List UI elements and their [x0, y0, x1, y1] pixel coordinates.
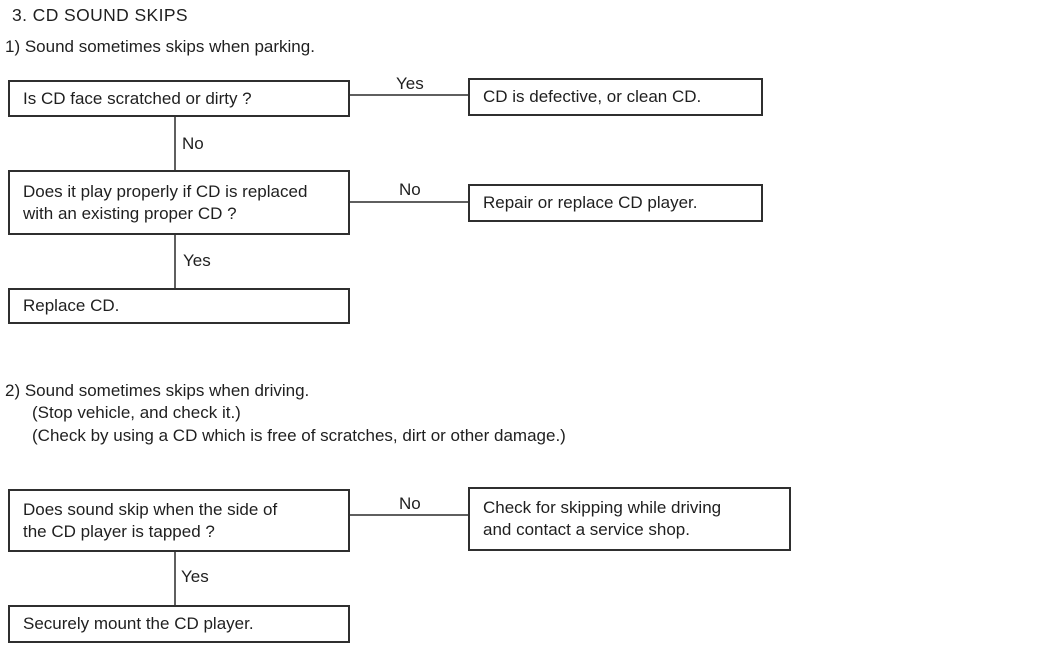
box-result-cd-defective: CD is defective, or clean CD.: [468, 78, 763, 116]
box-question-cd-scratched: Is CD face scratched or dirty ?: [8, 80, 350, 117]
connector-line-yes-2: [174, 235, 176, 288]
box-question-sound-skip-tapped: Does sound skip when the side of the CD …: [8, 489, 350, 552]
section2-note-check-cd: (Check by using a CD which is free of sc…: [32, 426, 566, 445]
page-title: 3. CD SOUND SKIPS: [12, 5, 189, 25]
no-branch-label-1: No: [182, 134, 204, 153]
connector-line-yes-1: [350, 94, 468, 96]
yes-branch-label-2: Yes: [183, 251, 211, 270]
section2-note-stop-vehicle: (Stop vehicle, and check it.): [32, 403, 241, 422]
yes-branch-label-3: Yes: [181, 567, 209, 586]
yes-branch-label-1: Yes: [396, 74, 424, 93]
no-branch-label-2: No: [399, 180, 421, 199]
connector-line-no-1: [174, 117, 176, 170]
box-question-play-properly: Does it play properly if CD is replaced …: [8, 170, 350, 235]
no-branch-label-3: No: [399, 494, 421, 513]
section2-heading: 2) Sound sometimes skips when driving.: [5, 381, 310, 400]
box-result-check-skipping-service-shop: Check for skipping while driving and con…: [468, 487, 791, 551]
connector-line-no-2: [350, 201, 468, 203]
connector-line-no-3: [350, 514, 468, 516]
box-result-repair-replace-player: Repair or replace CD player.: [468, 184, 763, 222]
section1-heading: 1) Sound sometimes skips when parking.: [5, 37, 315, 56]
box-result-securely-mount-player: Securely mount the CD player.: [8, 605, 350, 643]
connector-line-yes-3: [174, 552, 176, 605]
box-result-replace-cd: Replace CD.: [8, 288, 350, 324]
